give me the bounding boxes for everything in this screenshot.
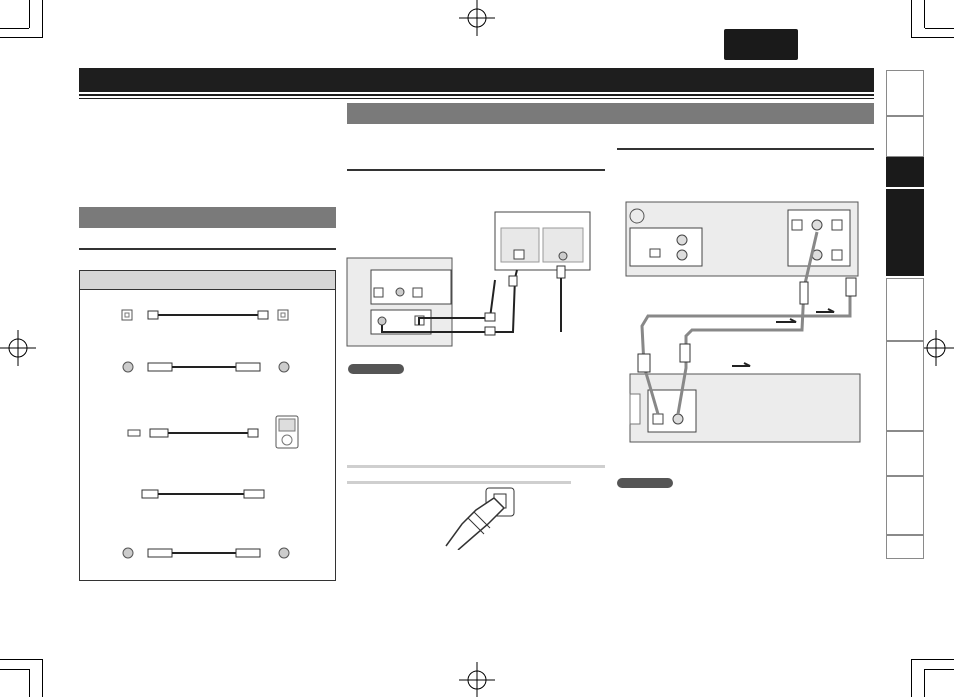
crop-mark-tl-h: [0, 37, 42, 38]
section-header-cables: [79, 207, 336, 228]
registration-mark-icon: [459, 662, 495, 697]
registration-mark-icon: [459, 0, 495, 36]
language-tab: [724, 29, 798, 60]
crop-mark-br-v2: [924, 669, 925, 697]
coaxial-cable-icon: [122, 361, 290, 373]
crop-mark-tr-v: [911, 0, 912, 38]
crop-mark-bl-h2: [0, 669, 29, 670]
crop-mark-tl-v2: [29, 0, 30, 28]
subsection-rule: [347, 169, 605, 171]
title-underline: [79, 94, 874, 96]
title-underline-thin: [79, 98, 874, 99]
crop-mark-br-h: [912, 659, 954, 660]
optical-cable-icon: [121, 309, 289, 321]
page-title-bar: [79, 68, 874, 92]
side-tab-8[interactable]: [886, 476, 924, 535]
power-plug-icon: [445, 487, 515, 550]
crop-mark-bl-v2: [29, 669, 30, 697]
side-tab-2[interactable]: [886, 116, 924, 157]
side-tab-6[interactable]: [886, 341, 924, 431]
crop-mark-tl-v: [42, 0, 43, 38]
note-label-right: [617, 478, 673, 488]
subsection-rule: [79, 248, 336, 250]
crop-mark-tr-v2: [924, 0, 925, 28]
crop-mark-tr-h: [912, 37, 954, 38]
side-tab-5[interactable]: [886, 278, 924, 341]
side-tab-9[interactable]: [886, 535, 924, 559]
cable-list-header: [80, 271, 335, 290]
registration-mark-icon: [0, 330, 36, 366]
cd-recorder-connection-diagram-icon: [625, 201, 861, 443]
audio-cable-icon: [122, 547, 290, 559]
digital-connection-diagram-icon: [346, 211, 591, 347]
side-tab-7[interactable]: [886, 431, 924, 476]
divider-gray: [347, 465, 605, 468]
side-tab-1[interactable]: [886, 70, 924, 116]
divider-gray-short: [347, 481, 571, 484]
note-label-left: [348, 364, 404, 374]
crop-mark-br-v: [911, 659, 912, 697]
usb-cable-icon: [141, 489, 265, 499]
ipod-usb-cable-icon: [127, 415, 299, 449]
side-tab-4[interactable]: [886, 189, 924, 276]
subsection-rule: [617, 148, 874, 150]
cable-list-box: [79, 270, 336, 581]
crop-mark-tr-h2: [925, 28, 954, 29]
registration-mark-icon: [918, 330, 954, 366]
crop-mark-bl-h: [0, 659, 42, 660]
section-header-connections: [347, 103, 874, 124]
crop-mark-br-h2: [925, 669, 954, 670]
crop-mark-tl-h2: [0, 28, 29, 29]
crop-mark-bl-v: [42, 659, 43, 697]
side-tab-3[interactable]: [886, 157, 924, 187]
